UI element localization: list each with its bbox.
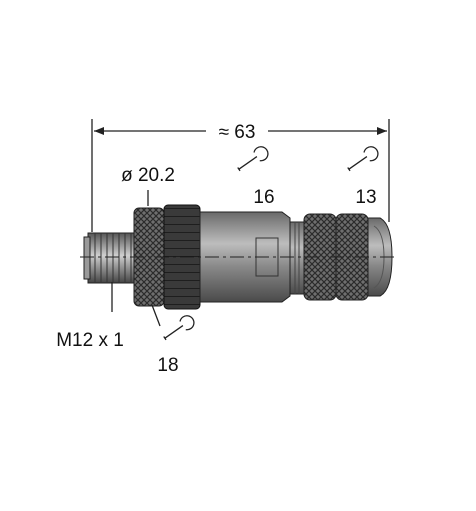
wrench-13-callout: 13 [347, 146, 379, 208]
arrow-right-icon [377, 127, 387, 135]
thread-callout: M12 x 1 [56, 282, 124, 351]
wrench-size-coupling-nut-label: 18 [157, 355, 178, 376]
wrench-18-callout: 18 [151, 304, 195, 376]
length-dimension: ≈ 63 [91, 119, 390, 232]
diameter-label: ø 20.2 [121, 165, 175, 186]
thread-label: M12 x 1 [56, 330, 124, 351]
main-housing [199, 211, 291, 303]
thread-lines [94, 233, 132, 283]
arrow-left-icon [94, 127, 104, 135]
overall-length-label: ≈ 63 [219, 122, 256, 143]
wrench-icon [347, 146, 379, 172]
wrench-16-callout: 16 [237, 146, 275, 208]
front-face [83, 236, 91, 280]
wrench-icon [163, 315, 195, 341]
wrench-size-body-label: 16 [253, 187, 274, 208]
transition-ring [289, 221, 305, 295]
wrench-icon [237, 146, 269, 172]
coupling-nut-leader [151, 304, 161, 327]
wrench-size-cable-nut-label: 13 [355, 187, 376, 208]
